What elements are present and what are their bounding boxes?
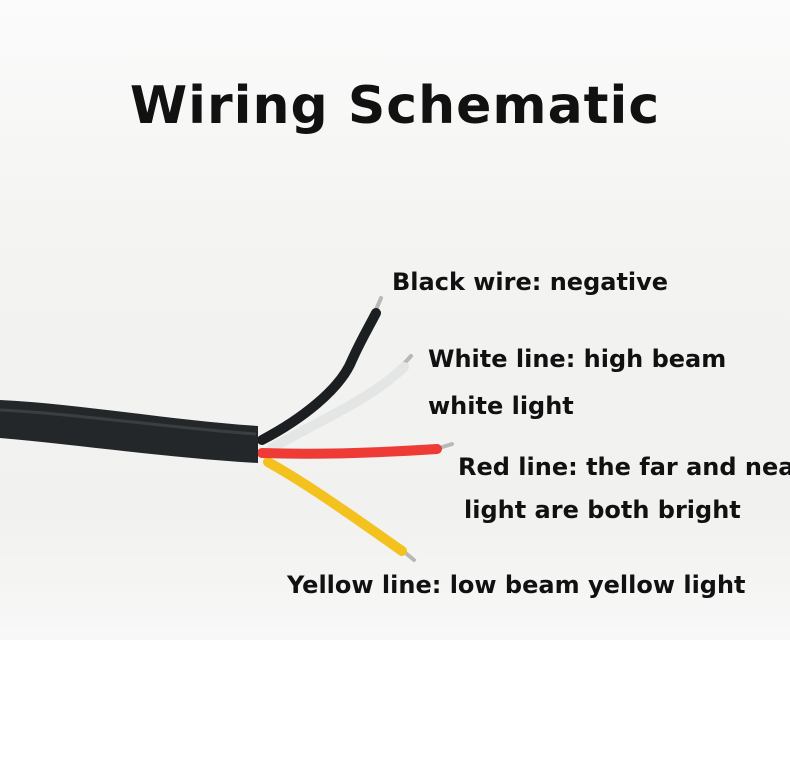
page-title: Wiring Schematic	[129, 76, 661, 136]
white-wire	[267, 362, 409, 453]
cable-diagram	[0, 296, 454, 562]
cable-photo	[0, 0, 790, 640]
red-wire-label-line1: Red line: the far and near	[458, 453, 790, 481]
white-wire-label-line1: White line: high beam	[428, 345, 727, 373]
yellow-wire-label: Yellow line: low beam yellow light	[287, 571, 746, 599]
red-wire	[257, 444, 442, 459]
cable-highlight	[0, 408, 257, 436]
yellow-wire	[263, 457, 407, 556]
black-wire-label: Black wire: negative	[392, 268, 669, 296]
white-wire-label-line2: white light	[428, 392, 574, 420]
black-wire	[257, 308, 381, 445]
red-wire-label-line2: light are both bright	[464, 496, 741, 524]
